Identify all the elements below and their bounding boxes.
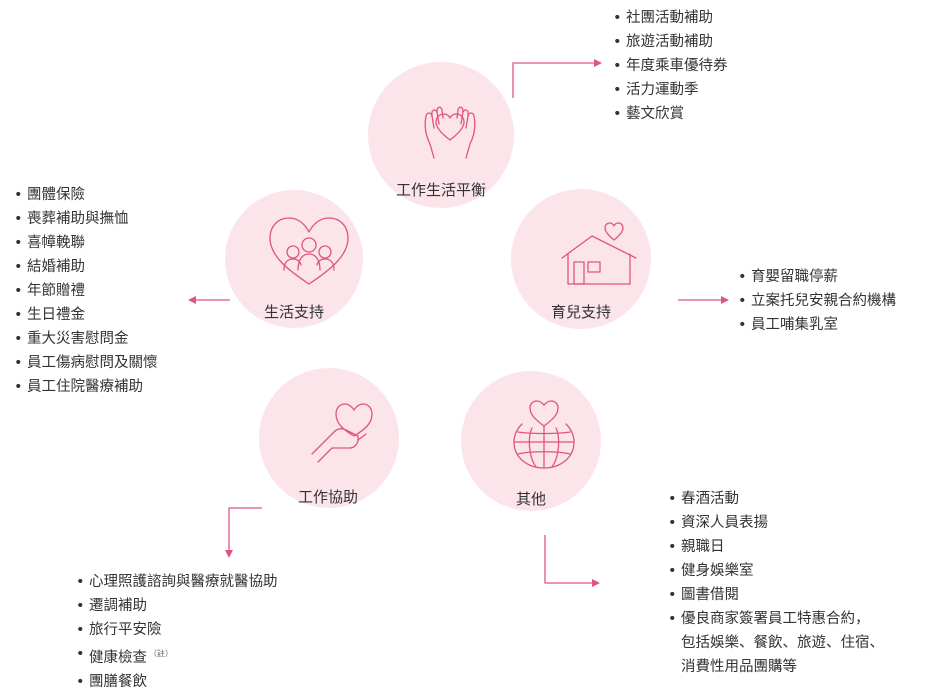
list-item: 重大災害慰問金 [14,327,158,351]
connector-balance [512,59,602,98]
list-life: 團體保險 喪葬補助與撫恤 喜幛輓聯 結婚補助 年節贈禮 生日禮金 重大災害慰問金… [14,183,158,399]
list-other: 春酒活動 資深人員表揚 親職日 健身娛樂室 圖書借閱 優良商家簽署員工特惠合約，… [668,487,884,679]
list-item-text: 健康檢查 [89,650,147,666]
list-item: 社團活動補助 [613,6,728,30]
title-balance: 工作生活平衡 [395,181,486,199]
list-item: 立案托兒安親合約機構 [738,289,896,313]
list-item: 育嬰留職停薪 [738,265,896,289]
list-item: 員工住院醫療補助 [14,375,158,399]
circle-balance [368,62,514,208]
list-item: 親職日 [668,535,884,559]
globe-heart-icon [513,400,575,469]
list-item: 團體保險 [14,183,158,207]
list-item: 旅遊活動補助 [613,30,728,54]
list-item: 喜幛輓聯 [14,231,158,255]
list-item: 春酒活動 [668,487,884,511]
list-child: 育嬰留職停薪 立案托兒安親合約機構 員工哺集乳室 [738,265,896,337]
list-item: 活力運動季 [613,78,728,102]
list-balance: 社團活動補助 旅遊活動補助 年度乘車優待券 活力運動季 藝文欣賞 [613,6,728,126]
list-item: 健康檢查（註） [76,642,278,670]
circle-child [511,189,651,329]
list-item: 藝文欣賞 [613,102,728,126]
title-work: 工作協助 [297,488,358,506]
list-item: 員工傷病慰問及關懷 [14,351,158,375]
hands-heart-icon [424,106,476,159]
footnote-mark: （註） [149,649,173,658]
list-item: 旅行平安險 [76,618,278,642]
list-item: 年節贈禮 [14,279,158,303]
list-item: 優良商家簽署員工特惠合約， 包括娛樂、餐飲、旅遊、住宿、 消費性用品團購等 [668,607,884,679]
circle-other [461,371,601,511]
hand-heart-icon [311,403,373,463]
list-item: 圖書借閱 [668,583,884,607]
list-item: 健身娛樂室 [668,559,884,583]
list-item: 結婚補助 [14,255,158,279]
list-item-continued: 消費性用品團購等 [681,659,797,675]
list-item: 遷調補助 [76,594,278,618]
title-life: 生活支持 [263,303,324,321]
list-item-text: 優良商家簽署員工特惠合約， [681,611,870,627]
connector-work [225,507,262,558]
family-heart-icon [269,217,349,285]
list-item: 喪葬補助與撫恤 [14,207,158,231]
circle-work [259,368,399,508]
list-item-continued: 包括娛樂、餐飲、旅遊、住宿、 [681,635,884,651]
house-heart-icon [561,222,637,285]
list-work: 心理照護諮詢與醫療就醫協助 遷調補助 旅行平安險 健康檢查（註） 團膳餐飲 [76,570,278,694]
list-item: 員工哺集乳室 [738,313,896,337]
connector-other [544,535,600,587]
list-item: 生日禮金 [14,303,158,327]
list-item: 心理照護諮詢與醫療就醫協助 [76,570,278,594]
list-item: 年度乘車優待券 [613,54,728,78]
list-item: 團膳餐飲 [76,670,278,694]
title-other: 其他 [515,490,546,508]
list-item: 資深人員表揚 [668,511,884,535]
title-child: 育兒支持 [550,303,611,321]
